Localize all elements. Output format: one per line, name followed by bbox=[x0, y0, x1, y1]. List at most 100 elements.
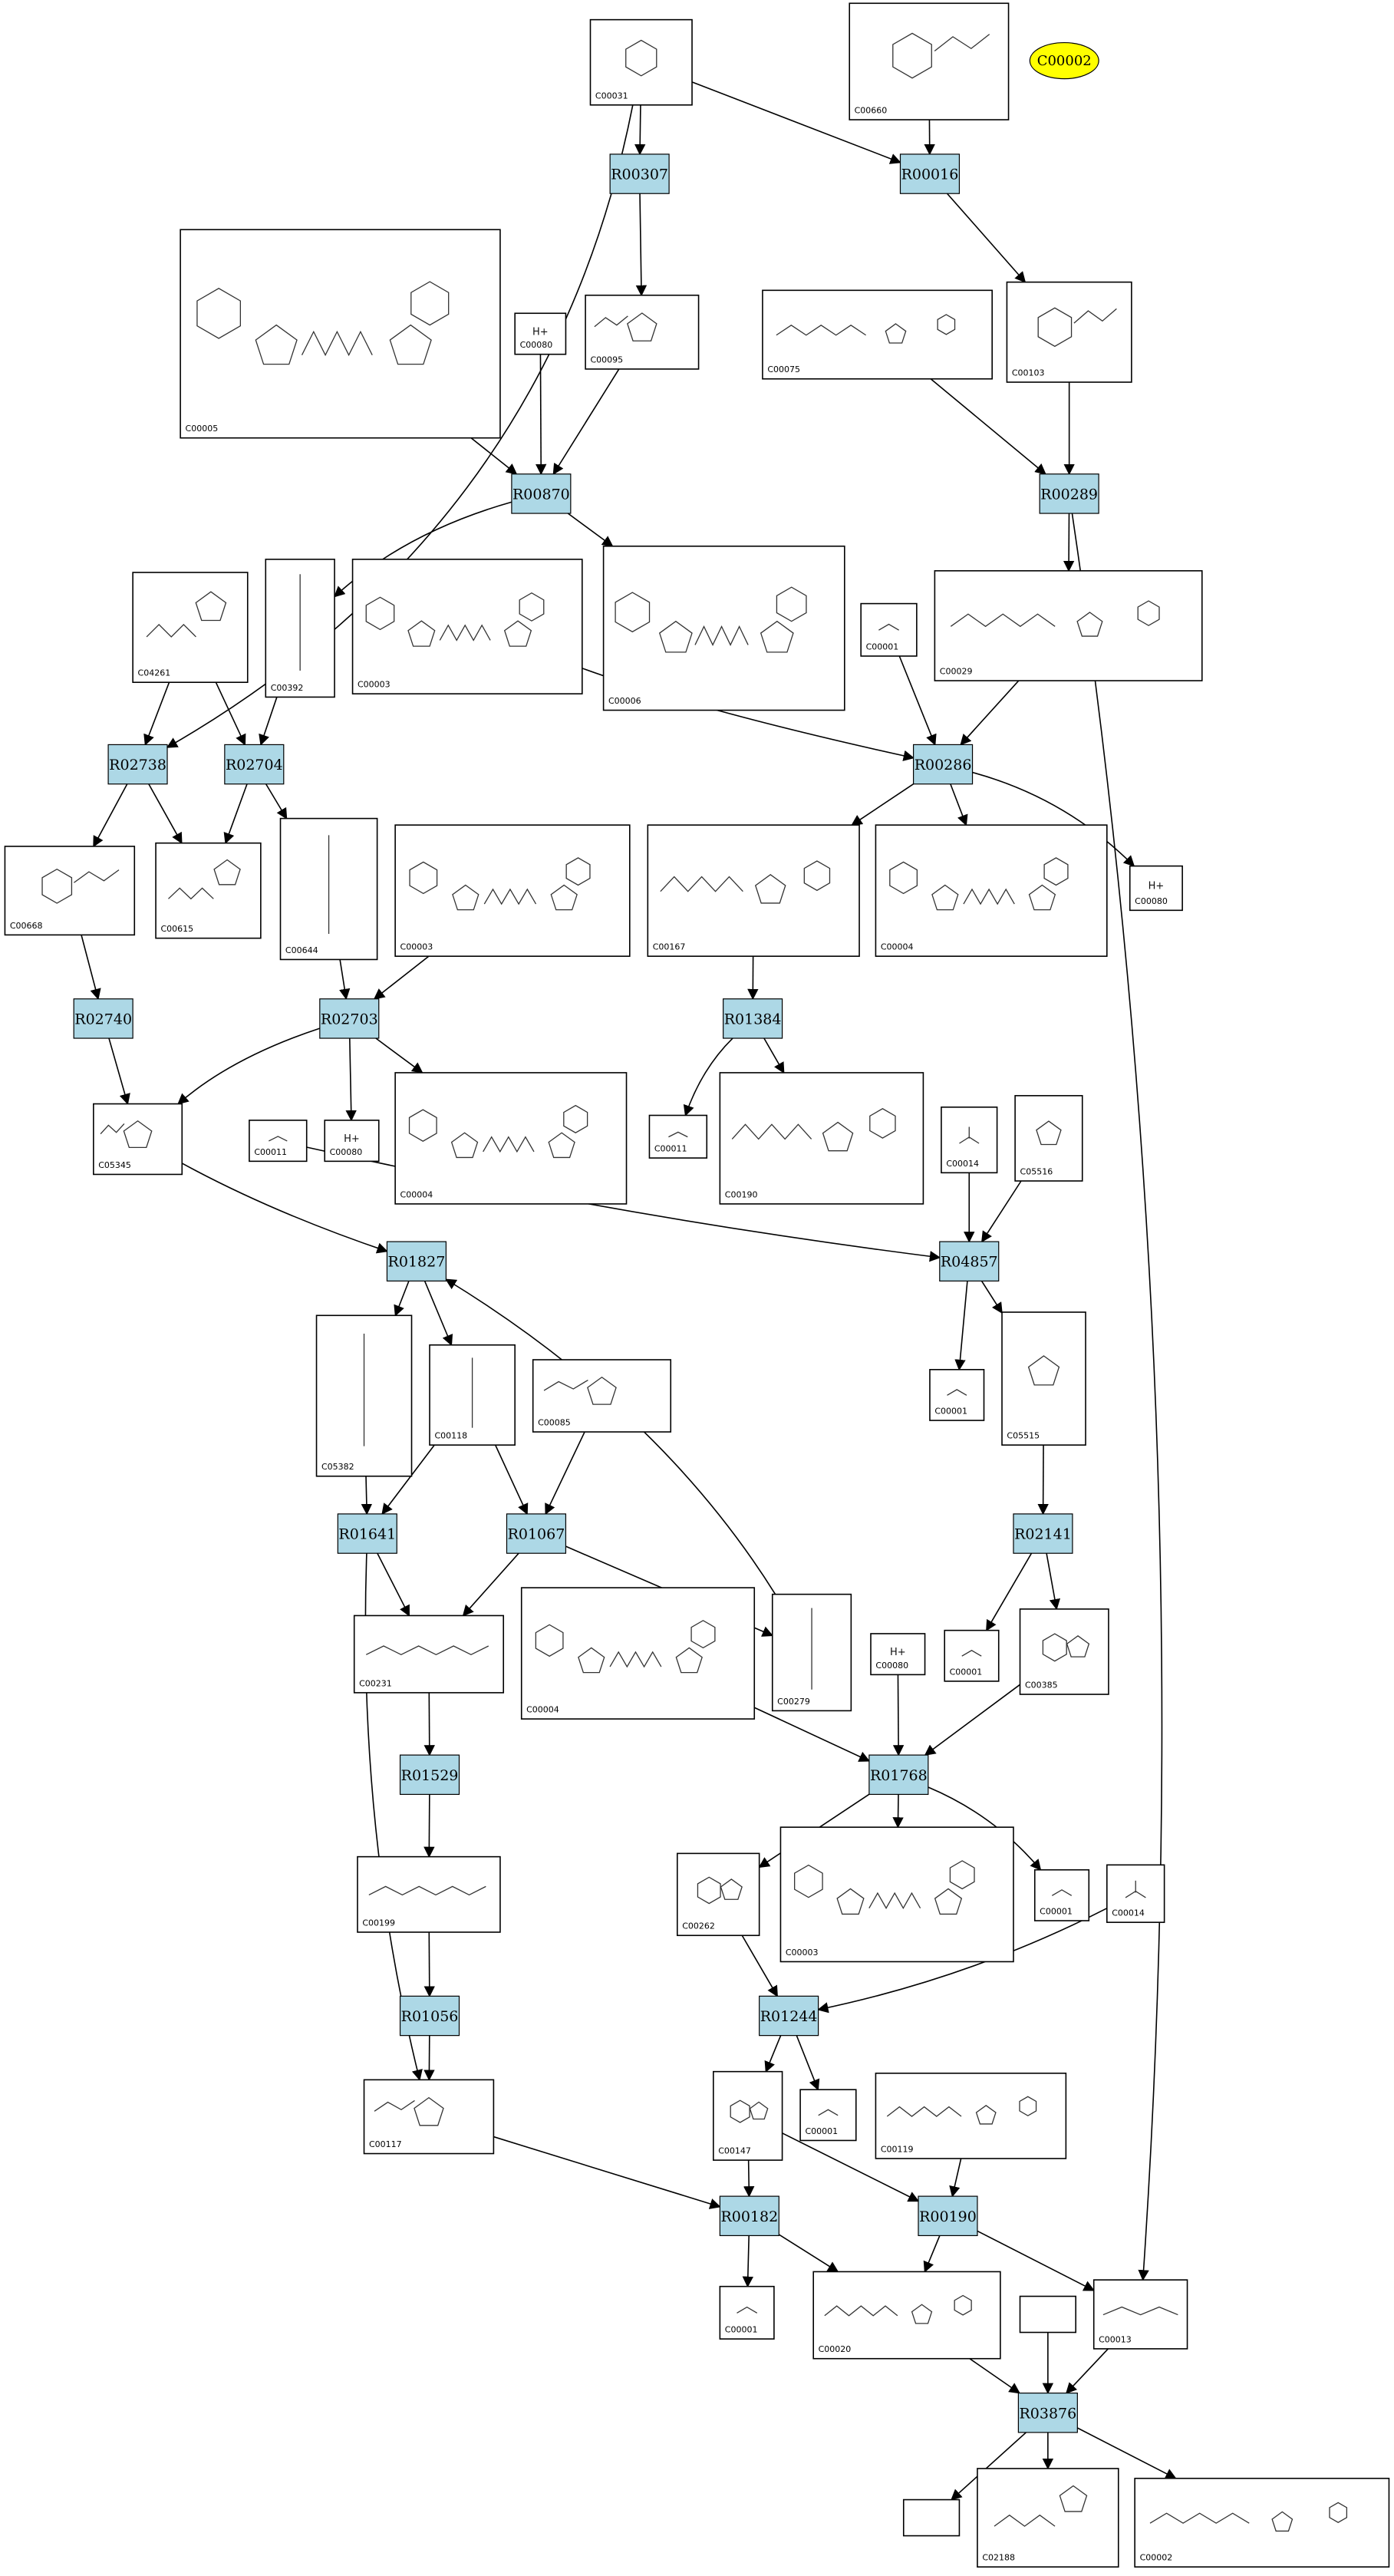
reaction-id-label: R01067 bbox=[508, 1526, 565, 1543]
compound-node[interactable]: C05516 bbox=[1014, 1095, 1083, 1182]
compound-node[interactable]: C00003 bbox=[351, 559, 583, 694]
reaction-box bbox=[912, 744, 974, 785]
reaction-node[interactable]: R03876 bbox=[1017, 2393, 1078, 2433]
compound-node[interactable]: C00020 bbox=[812, 2271, 1001, 2360]
highlight-label: C00002 bbox=[1037, 53, 1092, 69]
compound-node[interactable]: C00001 bbox=[944, 1629, 1000, 1682]
reaction-id-label: R01529 bbox=[401, 1767, 459, 1784]
compound-node[interactable]: C00167 bbox=[647, 824, 860, 957]
highlighted-compound[interactable]: C00002 bbox=[1029, 41, 1099, 80]
compound-node[interactable]: C05345 bbox=[93, 1103, 183, 1176]
compound-node[interactable]: C00660 bbox=[849, 2, 1010, 120]
reaction-node[interactable]: R00182 bbox=[719, 2195, 779, 2237]
compound-node[interactable]: C00392 bbox=[265, 559, 335, 698]
compound-box bbox=[602, 545, 845, 711]
compound-node[interactable]: C00644 bbox=[279, 817, 378, 961]
compound-node[interactable]: C00001 bbox=[1033, 1869, 1090, 1921]
compound-node[interactable]: C00118 bbox=[429, 1344, 516, 1446]
compound-node[interactable]: C00006 bbox=[602, 545, 845, 711]
compound-node[interactable]: C00001 bbox=[799, 2089, 857, 2142]
compound-node[interactable]: C00095 bbox=[585, 294, 700, 370]
compound-node[interactable]: C04261 bbox=[132, 572, 249, 683]
reaction-node[interactable]: R02141 bbox=[1013, 1513, 1073, 1554]
reaction-node[interactable]: R00289 bbox=[1039, 473, 1099, 514]
reaction-node[interactable]: R01641 bbox=[337, 1513, 397, 1554]
compound-node[interactable]: C00117 bbox=[363, 2079, 495, 2155]
reaction-node[interactable]: R01768 bbox=[868, 1754, 929, 1796]
compound-node[interactable]: C00190 bbox=[719, 1072, 924, 1205]
compound-node[interactable]: C00001 bbox=[719, 2285, 775, 2340]
compound-node[interactable]: C00119 bbox=[875, 2073, 1067, 2159]
reaction-node[interactable]: R01056 bbox=[399, 1995, 460, 2037]
compound-node[interactable]: C00011 bbox=[648, 1114, 708, 1159]
reaction-node[interactable]: R00307 bbox=[609, 153, 670, 194]
compound-node[interactable]: C00011 bbox=[249, 1120, 308, 1163]
reaction-node[interactable]: R00870 bbox=[511, 473, 572, 514]
reaction-node[interactable]: R01827 bbox=[386, 1241, 447, 1281]
edge-R00289-C00013 bbox=[1071, 513, 1163, 2281]
compound-node[interactable]: C02188 bbox=[977, 2468, 1119, 2568]
compound-node[interactable]: C00085 bbox=[532, 1359, 672, 1433]
reaction-node[interactable]: R01384 bbox=[723, 998, 783, 1039]
reaction-node[interactable]: R01067 bbox=[506, 1513, 567, 1554]
compound-node[interactable]: C00014 bbox=[941, 1107, 998, 1174]
compound-node[interactable]: H+C00080 bbox=[1129, 865, 1183, 912]
compound-id-label: C00004 bbox=[400, 1189, 433, 1199]
compound-node[interactable]: H+C00080 bbox=[324, 1120, 380, 1163]
compound-node[interactable]: C00199 bbox=[357, 1855, 501, 1933]
compound-box bbox=[394, 1072, 628, 1205]
compound-id-label: C00085 bbox=[538, 1417, 571, 1427]
compound-node[interactable]: C00001 bbox=[860, 602, 918, 657]
compound-id-label: C00147 bbox=[718, 2146, 751, 2156]
compound-node[interactable]: C00262 bbox=[676, 1852, 760, 1937]
edge-R01384-C00190 bbox=[763, 1037, 785, 1074]
compound-node[interactable]: C00279 bbox=[771, 1593, 852, 1712]
compound-node[interactable]: C00075 bbox=[762, 289, 993, 380]
reaction-node[interactable]: R01244 bbox=[759, 1995, 819, 2037]
compound-node[interactable]: C00013 bbox=[1092, 2279, 1188, 2350]
compound-node[interactable]: C00031 bbox=[589, 18, 693, 106]
compound-node[interactable]: C00615 bbox=[155, 842, 262, 939]
compound-node[interactable]: C00004 bbox=[520, 1587, 756, 1720]
compound-node[interactable]: C00003 bbox=[394, 824, 631, 957]
empty-compound-node[interactable] bbox=[1019, 2295, 1077, 2334]
compound-node[interactable]: H+C00080 bbox=[870, 1633, 926, 1676]
reaction-box bbox=[337, 1513, 397, 1554]
compound-box bbox=[934, 570, 1203, 681]
compound-node[interactable]: C00147 bbox=[713, 2070, 783, 2161]
compound-node[interactable]: C00231 bbox=[353, 1615, 505, 1694]
compound-box bbox=[648, 1114, 708, 1159]
reaction-node[interactable]: R00286 bbox=[912, 744, 974, 785]
reaction-node[interactable]: R00016 bbox=[899, 153, 961, 194]
edge-R04857-C00001_b bbox=[954, 1281, 968, 1371]
reaction-node[interactable]: R02740 bbox=[73, 998, 133, 1039]
compound-id-label: C00011 bbox=[654, 1144, 687, 1154]
reaction-node[interactable]: R01529 bbox=[399, 1754, 460, 1796]
reaction-box bbox=[719, 2195, 779, 2237]
reaction-node[interactable]: R04857 bbox=[939, 1241, 1000, 1281]
edge-C05516-R04857 bbox=[981, 1180, 1022, 1243]
compound-node[interactable]: C00103 bbox=[1006, 281, 1132, 383]
edge-R00870-C00006 bbox=[567, 513, 614, 547]
reaction-node[interactable]: R02738 bbox=[107, 744, 168, 785]
compound-node[interactable]: C00005 bbox=[180, 229, 501, 439]
edge-C00005-R00870 bbox=[470, 437, 518, 475]
compound-node[interactable]: C00004 bbox=[394, 1072, 628, 1205]
compound-box bbox=[1019, 1608, 1109, 1695]
reaction-node[interactable]: R02703 bbox=[319, 998, 380, 1039]
compound-node[interactable]: C00668 bbox=[4, 846, 136, 936]
compound-node[interactable]: C00001 bbox=[929, 1369, 985, 1421]
compound-node[interactable]: C00014 bbox=[1106, 1864, 1165, 1923]
compound-node[interactable]: C05382 bbox=[315, 1314, 413, 1477]
compound-node[interactable]: H+C00080 bbox=[514, 312, 567, 355]
compound-node[interactable]: C00004 bbox=[875, 824, 1108, 957]
compound-node[interactable]: C00385 bbox=[1019, 1608, 1109, 1695]
compound-node[interactable]: C00029 bbox=[934, 570, 1203, 681]
compound-node[interactable]: C00003 bbox=[779, 1826, 1014, 1963]
reaction-node[interactable]: R00190 bbox=[918, 2195, 978, 2237]
compound-node[interactable]: C05515 bbox=[1001, 1311, 1086, 1446]
reaction-node[interactable]: R02704 bbox=[224, 744, 285, 785]
compound-node[interactable]: C00002 bbox=[1134, 2477, 1390, 2568]
empty-compound-node[interactable] bbox=[902, 2498, 961, 2537]
